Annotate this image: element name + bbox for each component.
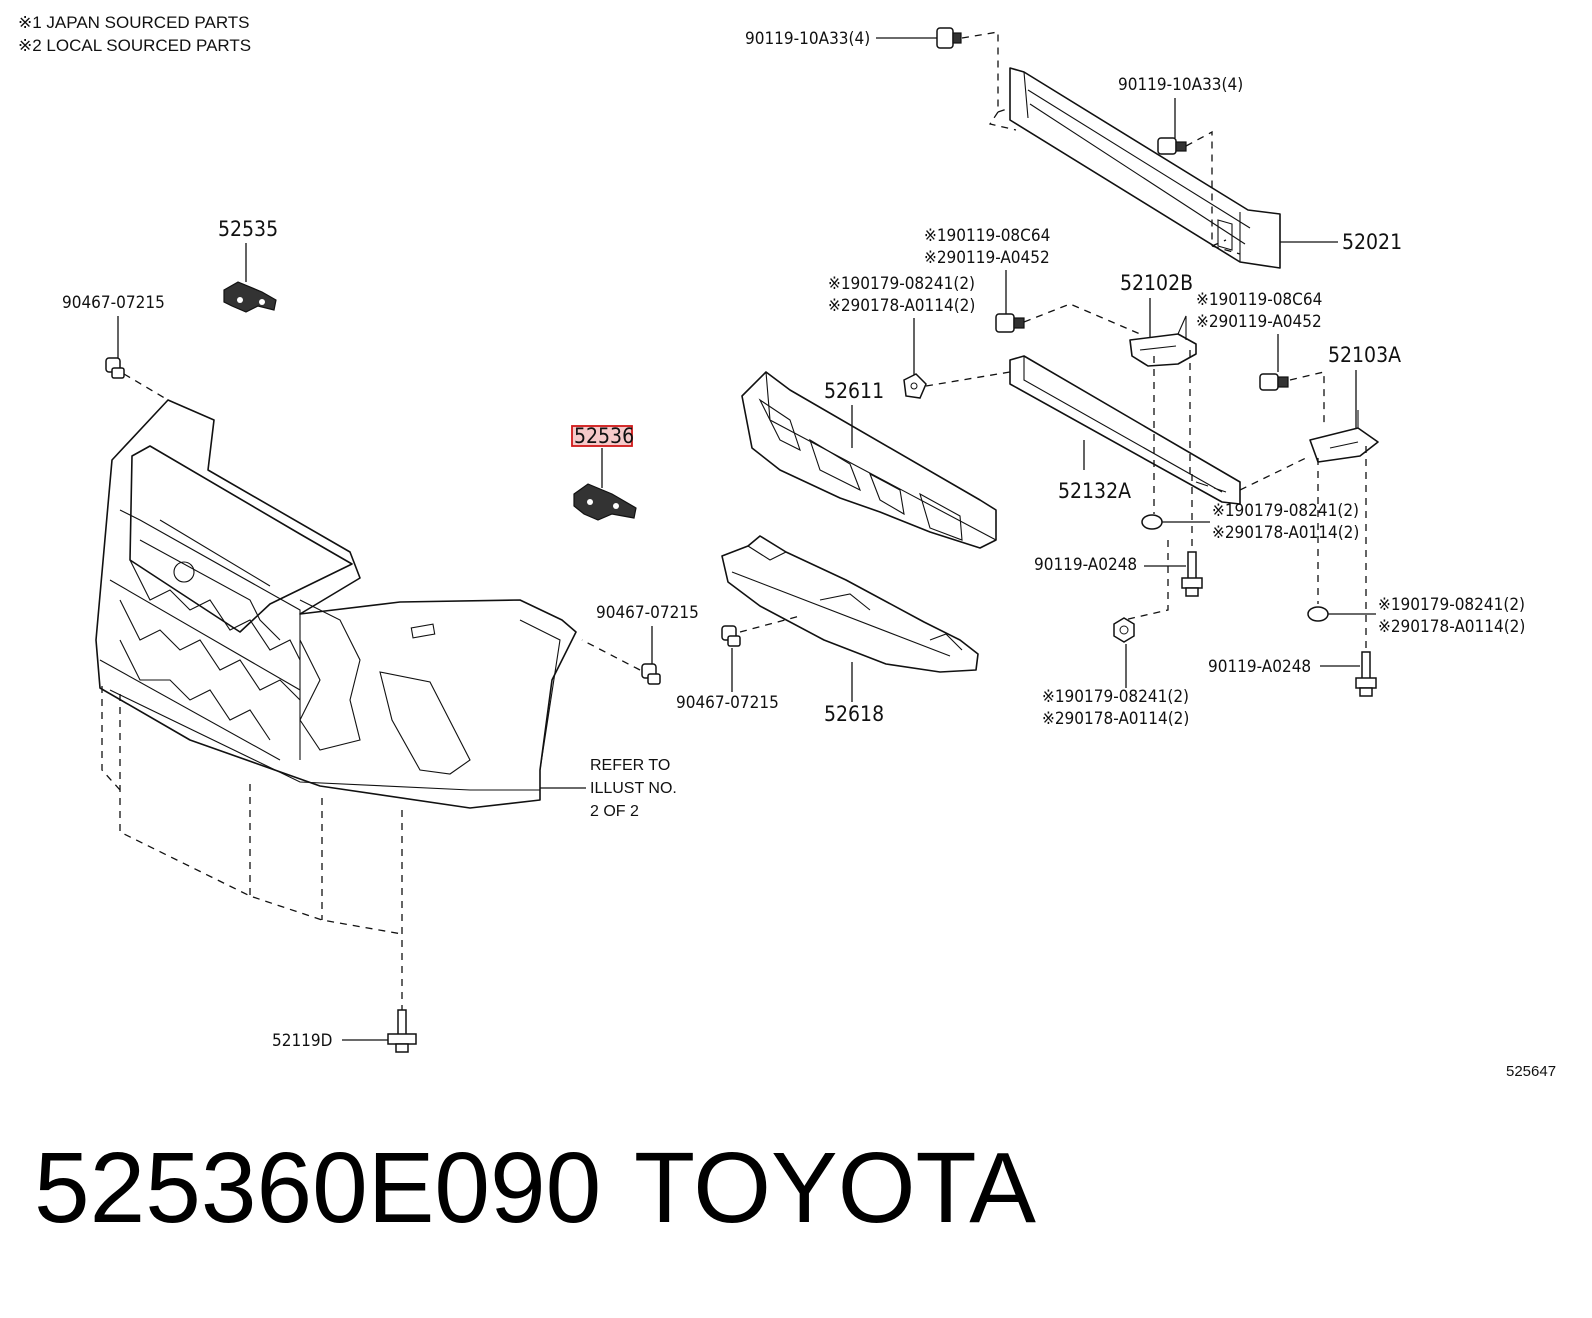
bolt-lower-right-icon xyxy=(1355,651,1377,697)
bolt-mid-icon xyxy=(995,313,1025,333)
bumper-support-part xyxy=(1009,355,1241,505)
clip-lower-icon xyxy=(721,625,741,647)
callout-bottom-bolt: 52119D xyxy=(272,1031,332,1051)
clip-left-icon xyxy=(105,357,125,379)
bottom-bolt-icon xyxy=(387,1009,417,1053)
support-bracket-mid-part xyxy=(1129,315,1197,367)
right-dashed xyxy=(1317,446,1367,652)
bolt-lower-center-icon xyxy=(1181,551,1203,597)
note-japan-sourced: ※1 JAPAN SOURCED PARTS xyxy=(18,13,250,32)
bolt-top-dashed xyxy=(961,31,1017,131)
callout-bolt-lower-right: 90119-A0248 xyxy=(1208,657,1311,677)
callout-bolt-mid-1: ※190119-08C64 xyxy=(924,226,1050,246)
clip-left-dashed xyxy=(123,373,169,401)
callout-bracket-selected[interactable]: 52536 xyxy=(574,424,634,448)
callout-nut-far-right-1: ※190179-08241(2) xyxy=(1378,595,1525,615)
callout-nut-left-1: ※190179-08241(2) xyxy=(828,274,975,294)
under-cover-part xyxy=(721,535,979,673)
nut-left-dashed xyxy=(925,371,1011,387)
bolt-upper-icon xyxy=(1157,137,1187,155)
bolt-right-icon xyxy=(1259,373,1289,391)
callout-nut-center-1: ※190179-08241(2) xyxy=(1212,501,1359,521)
nut-center-icon xyxy=(1141,514,1163,530)
callout-nut-bottom-1: ※190179-08241(2) xyxy=(1042,687,1189,707)
callout-absorber: 52611 xyxy=(824,379,884,403)
callout-bolt-right-2: ※290119-A0452 xyxy=(1196,312,1322,332)
clip-center-dashed xyxy=(581,639,641,671)
clip-center-icon xyxy=(641,663,661,685)
callout-bolt-lower-center: 90119-A0248 xyxy=(1034,555,1137,575)
nut-bottom-dashed xyxy=(1123,540,1169,621)
callout-bracket-right: 52103A xyxy=(1328,343,1401,367)
brand-title: TOYOTA xyxy=(634,1132,1036,1244)
nut-bottom-icon xyxy=(1113,617,1135,643)
illustration-number: 525647 xyxy=(1506,1063,1556,1080)
callout-bracket-left: 52535 xyxy=(218,217,278,241)
callout-bolt-mid-2: ※290119-A0452 xyxy=(924,248,1050,268)
support-dashed xyxy=(1153,350,1311,514)
callout-clip-left: 90467-07215 xyxy=(62,293,165,313)
bumper-reinforcement-part xyxy=(1009,67,1281,269)
callout-bolt-upper: 90119-10A33(4) xyxy=(1118,75,1243,95)
energy-absorber-part xyxy=(741,371,997,549)
callout-nut-center-2: ※290178-A0114(2) xyxy=(1212,523,1359,543)
callout-clip-center: 90467-07215 xyxy=(596,603,699,623)
nut-far-right-icon xyxy=(1307,606,1329,622)
bolt-top-icon xyxy=(936,27,962,49)
callout-nut-left-2: ※290178-A0114(2) xyxy=(828,296,975,316)
note-local-sourced: ※2 LOCAL SOURCED PARTS xyxy=(18,36,251,55)
clip-lower-dashed xyxy=(739,615,801,633)
callout-bracket-mid: 52102B xyxy=(1120,271,1193,295)
bolt-right-dashed xyxy=(1289,371,1325,426)
highlight-box xyxy=(571,425,633,447)
support-bracket-right-part xyxy=(1309,410,1379,463)
callout-clip-lower: 90467-07215 xyxy=(676,693,779,713)
front-bumper-cover-part xyxy=(95,399,577,809)
part-number-title: 525360E090 xyxy=(34,1132,601,1244)
refer-line-1: REFER TO xyxy=(590,757,670,774)
callout-nut-bottom-2: ※290178-A0114(2) xyxy=(1042,709,1189,729)
bolt-upper-dashed xyxy=(1185,130,1241,255)
callout-support: 52132A xyxy=(1058,479,1131,503)
callout-bolt-top: 90119-10A33(4) xyxy=(745,29,870,49)
callout-under-cover: 52618 xyxy=(824,702,884,726)
bottom-bolt-dashed xyxy=(101,686,403,1010)
callout-nut-far-right-2: ※290178-A0114(2) xyxy=(1378,617,1525,637)
side-bracket-left-part xyxy=(223,281,277,313)
callout-bolt-right-1: ※190119-08C64 xyxy=(1196,290,1322,310)
side-bracket-selected-part[interactable] xyxy=(573,483,637,521)
callout-reinforcement: 52021 xyxy=(1342,230,1402,254)
refer-line-2: ILLUST NO. xyxy=(590,780,677,797)
nut-left-icon xyxy=(903,373,927,399)
bolt-mid-dashed xyxy=(1023,303,1141,335)
refer-line-3: 2 OF 2 xyxy=(590,803,639,820)
